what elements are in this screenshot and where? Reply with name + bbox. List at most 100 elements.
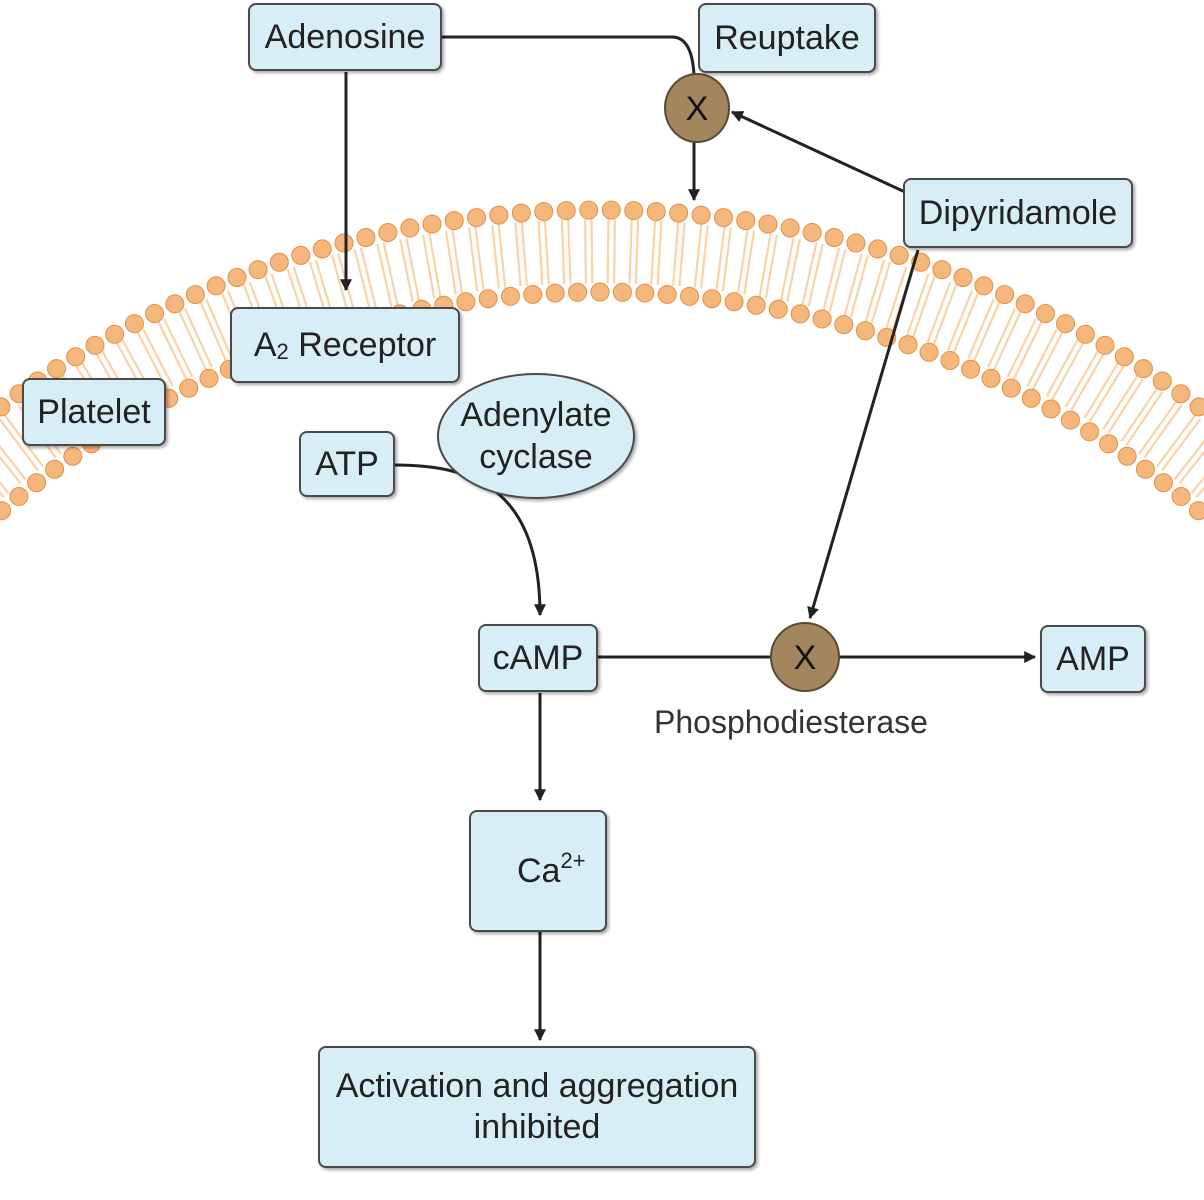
- membrane-lipid-head: [932, 260, 952, 280]
- membrane-lipid-head: [579, 200, 599, 220]
- membrane-lipid-tail: [1051, 342, 1084, 400]
- membrane-lipid-tail: [1102, 375, 1139, 431]
- membrane-lipid-tail: [912, 276, 936, 338]
- membrane-lipid-tail: [1190, 476, 1204, 494]
- membrane-lipid-tail: [628, 219, 633, 284]
- membrane-lipid-tail: [849, 255, 869, 318]
- membrane-lipid-head: [590, 282, 610, 302]
- membrane-lipid-tail: [613, 219, 616, 284]
- membrane-lipid-head: [105, 324, 125, 344]
- membrane-lipid-tail: [650, 220, 657, 285]
- membrane-lipid-head: [63, 446, 83, 466]
- membrane-lipid-head: [1041, 399, 1061, 419]
- amp-node: AMP: [1040, 625, 1146, 693]
- membrane-lipid-head: [1060, 410, 1080, 430]
- membrane-lipid-tail: [843, 253, 863, 316]
- membrane-lipid-head: [780, 218, 800, 238]
- platelet-node: Platelet: [22, 378, 166, 446]
- membrane-lipid-tail: [764, 234, 779, 298]
- membrane-lipid-head: [974, 276, 994, 296]
- dipyridamole-label: Dipyridamole: [918, 193, 1118, 232]
- dipyridamole-inhibits-reuptake-arrow: [730, 110, 906, 194]
- phosphodiesterase-label: Phosphodiesterase: [654, 704, 928, 740]
- membrane-lipid-tail: [864, 259, 886, 322]
- adenylate-cyclase-line2: cyclase: [479, 438, 593, 476]
- membrane-lipid-head: [1095, 335, 1115, 355]
- membrane-lipid-head: [1189, 397, 1204, 417]
- membrane-lipid-head: [790, 304, 810, 324]
- membrane-lipid-tail: [353, 249, 372, 312]
- membrane-lipid-head: [802, 223, 822, 243]
- membrane-lipid-tail: [1156, 414, 1197, 468]
- membrane-lipid-tail: [801, 242, 818, 306]
- membrane-lipid-head: [291, 245, 311, 265]
- membrane-lipid-head: [868, 239, 888, 259]
- membrane-lipid-head: [545, 283, 565, 303]
- membrane-lipid-tail: [1064, 350, 1099, 408]
- membrane-lipid-head: [961, 359, 981, 379]
- membrane-lipid-tail: [671, 221, 680, 286]
- outcome-line2: inhibited: [473, 1108, 601, 1146]
- membrane-lipid-head: [1080, 422, 1100, 442]
- membrane-lipid-tail: [199, 301, 227, 362]
- membrane-lipid-tail: [1138, 400, 1178, 455]
- membrane-lipid-tail: [952, 292, 979, 353]
- reuptake-node: Reuptake: [698, 3, 876, 73]
- membrane-lipid-tail: [514, 222, 522, 287]
- membrane-lipid-head: [758, 214, 778, 234]
- a2-receptor-base: A: [253, 325, 277, 364]
- membrane-lipid-tail: [467, 227, 479, 292]
- membrane-lipid-head: [635, 283, 655, 303]
- membrane-lipid-head: [199, 368, 219, 388]
- membrane-lipid-head: [124, 314, 144, 334]
- membrane-lipid-head: [1188, 501, 1204, 521]
- membrane-lipid-tail: [967, 299, 995, 359]
- membrane-lipid-tail: [786, 238, 801, 303]
- adenylate-cyclase-node: Adenylate cyclase: [437, 373, 635, 499]
- membrane-lipid-tail: [693, 224, 703, 288]
- membrane-lipid-head: [834, 315, 854, 335]
- membrane-lipid-head: [444, 211, 464, 231]
- membrane-lipid-tail: [0, 418, 39, 471]
- membrane-lipid-head: [1114, 347, 1134, 367]
- membrane-lipid-tail: [715, 226, 726, 291]
- membrane-lipid-tail: [1006, 318, 1037, 377]
- membrane-lipid-tail: [491, 224, 500, 289]
- membrane-lipid-head: [9, 486, 29, 506]
- membrane-lipid-tail: [1143, 404, 1183, 459]
- membrane-lipid-tail: [828, 249, 847, 312]
- membrane-lipid-tail: [926, 281, 952, 343]
- membrane-lipid-tail: [205, 299, 233, 359]
- membrane-lipid-head: [1153, 473, 1173, 493]
- membrane-lipid-head: [356, 228, 376, 248]
- membrane-lipid-tail: [0, 491, 5, 498]
- camp-label: cAMP: [492, 638, 584, 677]
- reuptake-block-marker: X: [664, 73, 730, 143]
- a2-receptor-label: A2 Receptor: [254, 325, 436, 366]
- membrane-lipid-tail: [987, 308, 1016, 368]
- membrane-lipid-head: [1152, 371, 1172, 391]
- membrane-lipid-head: [746, 295, 766, 315]
- membrane-lipid-head: [227, 267, 247, 287]
- membrane-lipid-head: [624, 201, 644, 221]
- membrane-lipid-head: [846, 233, 866, 253]
- reuptake-label: Reuptake: [714, 18, 860, 57]
- membrane-lipid-head: [45, 459, 65, 479]
- adenylate-cyclase-line1: Adenylate: [460, 395, 612, 434]
- membrane-lipid-head: [145, 304, 165, 324]
- membrane-lipid-head: [1015, 294, 1035, 314]
- calcium-node: Ca2+: [469, 810, 607, 932]
- membrane-lipid-head: [1171, 384, 1191, 404]
- membrane-lipid-tail: [560, 219, 566, 284]
- membrane-lipid-tail: [1089, 366, 1125, 422]
- membrane-lipid-head: [981, 368, 1001, 388]
- membrane-lipid-tail: [1083, 362, 1119, 419]
- membrane-lipid-tail: [178, 311, 208, 371]
- membrane-lipid-head: [646, 202, 666, 222]
- membrane-lipid-head: [556, 201, 576, 221]
- membrane-lipid-head: [691, 205, 711, 225]
- membrane-lipid-tail: [906, 274, 930, 336]
- membrane-lipid-tail: [932, 284, 958, 345]
- membrane-lipid-tail: [870, 261, 892, 324]
